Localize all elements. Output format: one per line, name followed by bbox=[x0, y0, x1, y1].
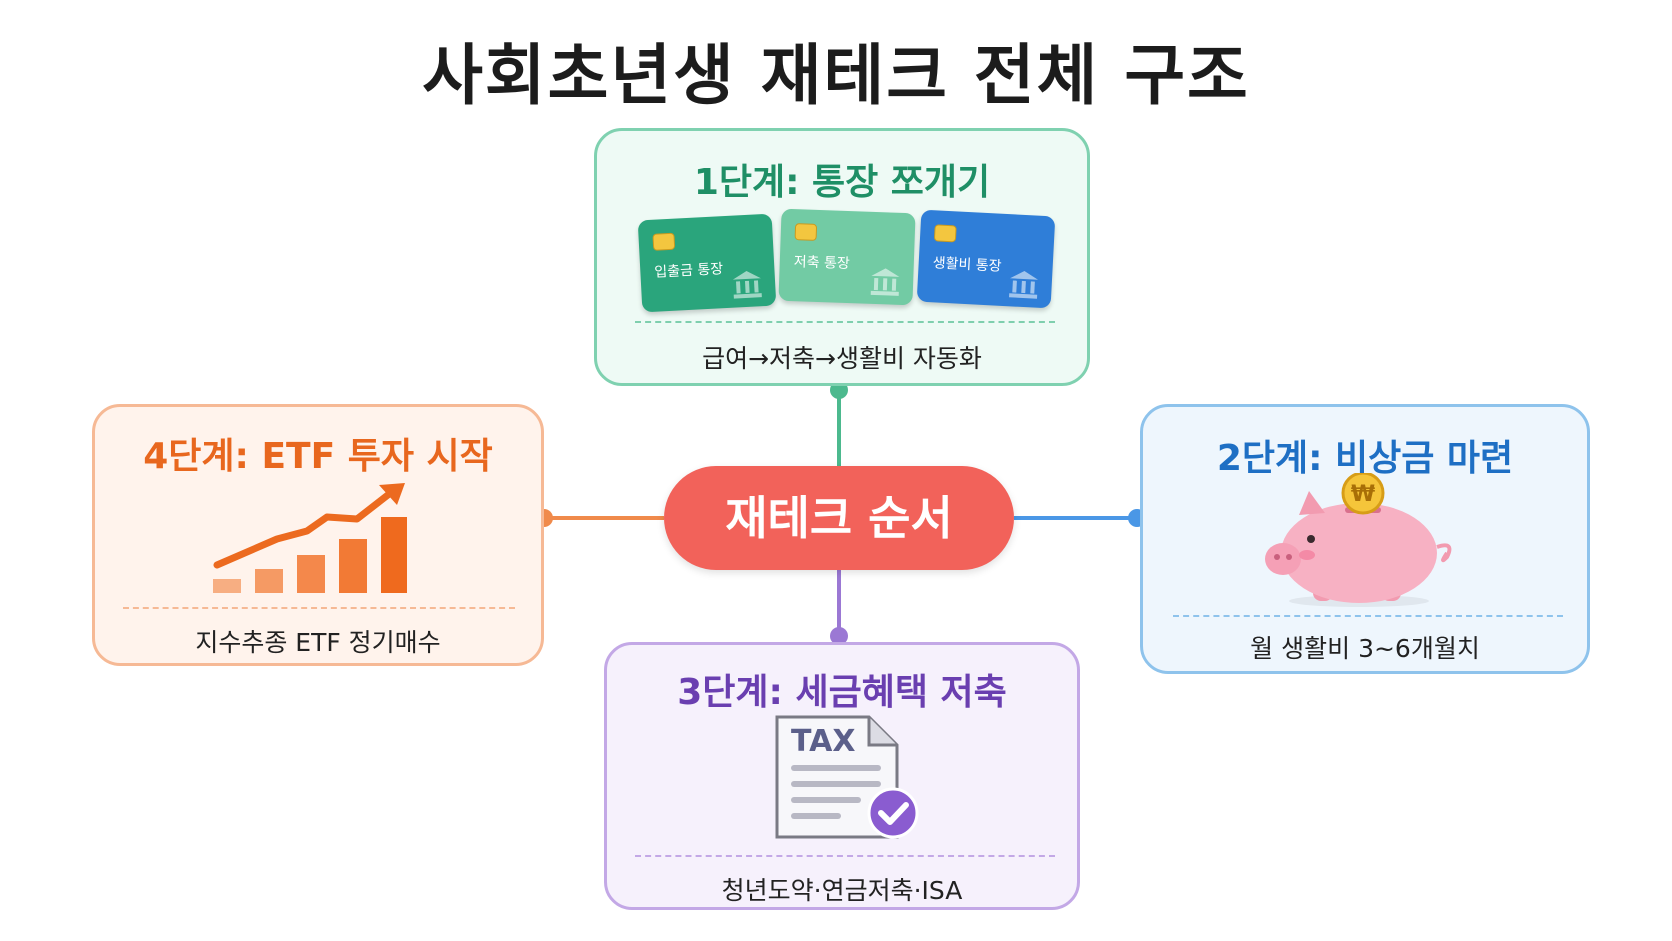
step3-heading: 3단계: 세금혜택 저축 bbox=[677, 672, 1007, 713]
page-title: 사회초년생 재테크 전체 구조 bbox=[422, 37, 1250, 114]
step1-description: 급여→저축→생활비 자동화 bbox=[702, 344, 982, 373]
tax-document-icon: TAX bbox=[775, 715, 919, 839]
divider bbox=[635, 321, 1055, 323]
step1-heading: 1단계: 통장 쪼개기 bbox=[693, 162, 991, 203]
bank-building-icon bbox=[1009, 271, 1038, 299]
card-chip-icon bbox=[794, 223, 818, 241]
bank-building-icon bbox=[870, 268, 900, 296]
check-circle-icon bbox=[867, 787, 919, 839]
divider bbox=[635, 855, 1055, 857]
card-chip-icon bbox=[933, 224, 957, 243]
divider bbox=[123, 607, 515, 609]
step3-card: 3단계: 세금혜택 저축 TAX 청년도약·연금저축·ISA bbox=[604, 642, 1080, 910]
account-label: 입출금 통장 bbox=[654, 261, 724, 281]
account-label: 생활비 통장 bbox=[932, 255, 1002, 275]
piggy-bank-icon: ₩ bbox=[1265, 473, 1452, 607]
step3-description: 청년도약·연금저축·ISA bbox=[721, 876, 963, 905]
account-card-savings: 저축 통장 bbox=[778, 208, 916, 306]
tax-label: TAX bbox=[791, 724, 855, 759]
center-node: 재테크 순서 bbox=[664, 466, 1014, 570]
step4-description: 지수추종 ETF 정기매수 bbox=[195, 628, 441, 657]
step4-card: 4단계: ETF 투자 시작 지수추종 ETF 정기매수 bbox=[92, 404, 544, 666]
coin-symbol: ₩ bbox=[1351, 482, 1375, 507]
trend-arrow-icon bbox=[213, 483, 405, 569]
divider bbox=[1173, 615, 1563, 617]
account-card-living: 생활비 통장 bbox=[916, 209, 1056, 309]
account-card-checking: 입출금 통장 bbox=[637, 213, 777, 313]
account-label: 저축 통장 bbox=[793, 254, 851, 273]
card-chip-icon bbox=[652, 232, 676, 251]
step1-card: 1단계: 통장 쪼개기 입출금 통장 저축 통장 생활비 통장 bbox=[594, 128, 1090, 386]
won-coin-icon: ₩ bbox=[1341, 473, 1385, 515]
step4-heading: 4단계: ETF 투자 시작 bbox=[143, 436, 493, 477]
step2-card: 2단계: 비상금 마련 ₩ 월 생활비 3~6개월치 bbox=[1140, 404, 1590, 674]
connector-dot-step3 bbox=[830, 627, 848, 645]
bank-building-icon bbox=[732, 270, 762, 299]
growth-chart-icon bbox=[213, 483, 407, 593]
step2-description: 월 생활비 3~6개월치 bbox=[1250, 634, 1480, 663]
